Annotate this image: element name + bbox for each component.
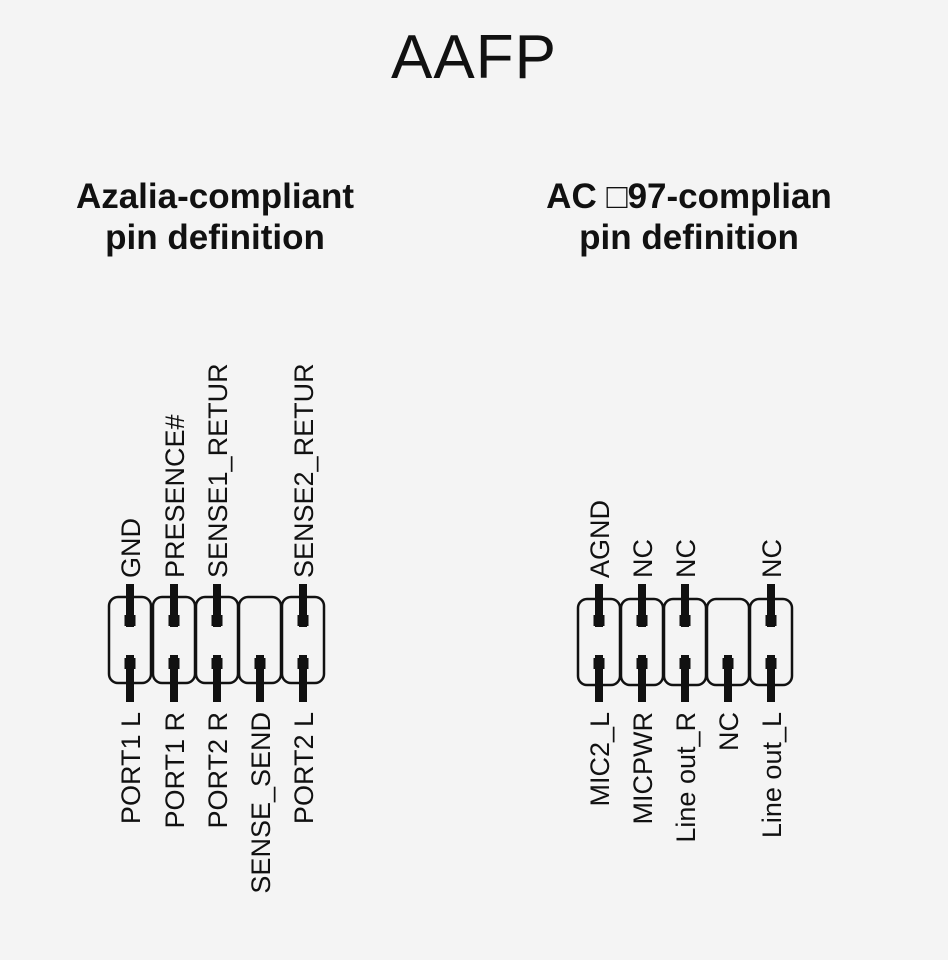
- ac97-bottom-pin-2: [638, 655, 646, 702]
- ac97-bottom-pad-3: [679, 658, 691, 669]
- azalia-bottom-pad-3: [211, 658, 223, 669]
- azalia-top-label-5: SENSE2_RETUR: [289, 363, 319, 578]
- azalia-bottom-pad-1: [124, 658, 136, 669]
- azalia-bottom-pin-3: [213, 655, 221, 702]
- azalia-bottom-label-5: PORT2 L: [289, 712, 319, 824]
- azalia-top-pin-2: [170, 584, 178, 627]
- azalia-top-pad-5: [297, 615, 309, 626]
- ac97-top-label-3: NC: [671, 539, 701, 578]
- azalia-top-pad-3: [211, 615, 223, 626]
- azalia-top-pin-5: [299, 584, 307, 627]
- ac97-bottom-label-5: Line out_L: [757, 712, 787, 838]
- azalia-top-pin-3: [213, 584, 221, 627]
- ac97-top-pad-3: [679, 615, 691, 626]
- azalia-bottom-pin-4: [256, 655, 264, 702]
- azalia-top-label-3: SENSE1_RETUR: [203, 363, 233, 578]
- ac97-bottom-pad-1: [593, 658, 605, 669]
- azalia-bottom-pad-4: [254, 658, 266, 669]
- ac97-top-label-2: NC: [628, 539, 658, 578]
- ac97-top-pin-2: [638, 584, 646, 627]
- azalia-bottom-pin-1: [126, 655, 134, 702]
- azalia-top-pad-1: [124, 615, 136, 626]
- azalia-bottom-label-4: SENSE_SEND: [246, 712, 276, 894]
- ac97-heading-line2: pin definition: [579, 218, 799, 257]
- ac97-top-pad-1: [593, 615, 605, 626]
- ac97-top-pad-5: [765, 615, 777, 626]
- azalia-bottom-pin-2: [170, 655, 178, 702]
- azalia-top-pin-1: [126, 584, 134, 627]
- azalia-top-label-2: PRESENCE#: [160, 414, 190, 578]
- azalia-top-label-1: GND: [116, 518, 146, 578]
- ac97-top-pin-1: [595, 584, 603, 627]
- ac97-bottom-label-3: Line out_R: [671, 712, 701, 843]
- azalia-connector: GND PORT1 L PRESENCE# PORT1 R SENSE1_RETUR PO…: [107, 363, 326, 894]
- ac97-bottom-pad-4: [722, 658, 734, 669]
- ac97-bottom-pin-3: [681, 655, 689, 702]
- ac97-top-label-1: AGND: [585, 500, 615, 578]
- azalia-bottom-pad-5: [297, 658, 309, 669]
- ac97-bottom-pin-5: [767, 655, 775, 702]
- ac97-top-pad-2: [636, 615, 648, 626]
- azalia-heading: Azalia-compliant pin definition: [0, 176, 430, 258]
- azalia-bottom-label-3: PORT2 R: [203, 712, 233, 829]
- ac97-heading: AC □97-complian pin definition: [474, 176, 904, 258]
- ac97-bottom-label-2: MICPWR: [628, 712, 658, 824]
- azalia-bottom-label-1: PORT1 L: [116, 712, 146, 824]
- azalia-heading-line1: Azalia-compliant: [75, 177, 355, 216]
- ac97-connector: AGND MIC2_L NC MICPWR NC Line out_R NC NC Line o…: [576, 500, 794, 843]
- ac97-bottom-pin-4: [724, 655, 732, 702]
- ac97-top-pin-3: [681, 584, 689, 627]
- ac97-top-label-5: NC: [757, 539, 787, 578]
- azalia-bottom-pin-5: [299, 655, 307, 702]
- ac97-bottom-label-4: NC: [714, 712, 744, 751]
- ac97-bottom-pad-2: [636, 658, 648, 669]
- ac97-heading-line1: AC □97-complian: [546, 177, 832, 216]
- ac97-bottom-pad-5: [765, 658, 777, 669]
- azalia-bottom-pad-2: [168, 658, 180, 669]
- azalia-bottom-label-2: PORT1 R: [160, 712, 190, 829]
- page-title: AAFP: [391, 23, 557, 92]
- ac97-top-pin-5: [767, 584, 775, 627]
- ac97-bottom-label-1: MIC2_L: [585, 712, 615, 807]
- azalia-heading-line2: pin definition: [105, 218, 325, 257]
- azalia-top-pad-2: [168, 615, 180, 626]
- ac97-bottom-pin-1: [595, 655, 603, 702]
